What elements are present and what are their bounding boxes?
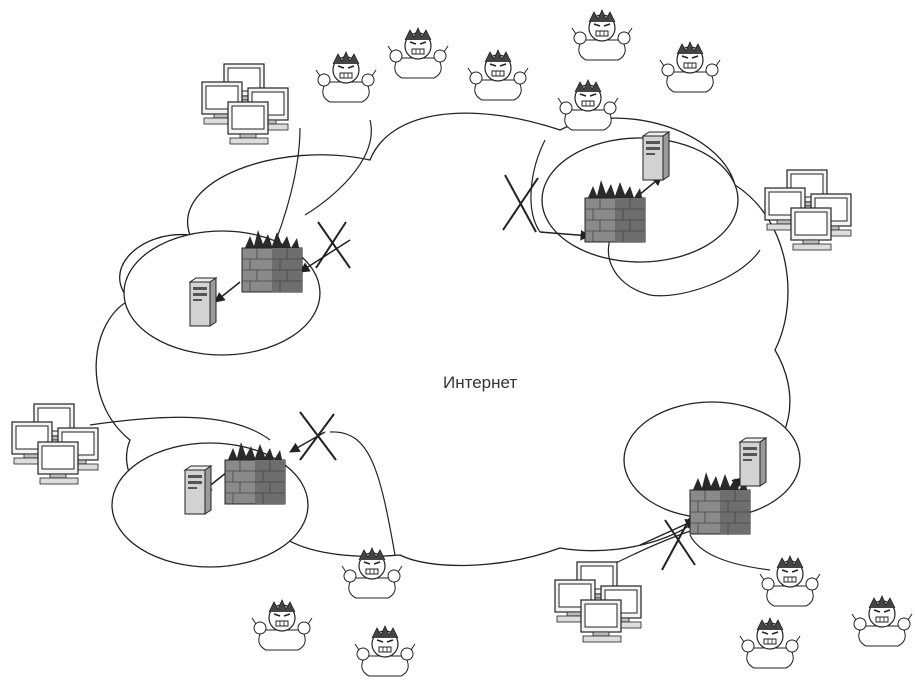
workstation-group-icon (202, 64, 288, 144)
attacker-icon (851, 595, 913, 647)
attacker-icon (659, 41, 721, 93)
attacker-icon (571, 9, 633, 61)
server-icon (739, 437, 767, 487)
attacker-icon (251, 599, 313, 651)
attacker-icon (467, 49, 529, 101)
attacker-icon (387, 27, 449, 79)
attacker-icon (354, 625, 416, 677)
attacker-icon (557, 79, 619, 131)
server-icon (184, 465, 212, 515)
attacker-icon (739, 617, 801, 669)
workstation-group-icon (555, 562, 641, 642)
attacker-icon (315, 51, 377, 103)
server-icon (642, 131, 670, 181)
blocked-x-icon (299, 174, 696, 571)
workstation-group-icon (12, 404, 98, 484)
attacker-icon (759, 555, 821, 607)
server-icon (189, 277, 217, 327)
cloud-label: Интернет (443, 373, 517, 392)
